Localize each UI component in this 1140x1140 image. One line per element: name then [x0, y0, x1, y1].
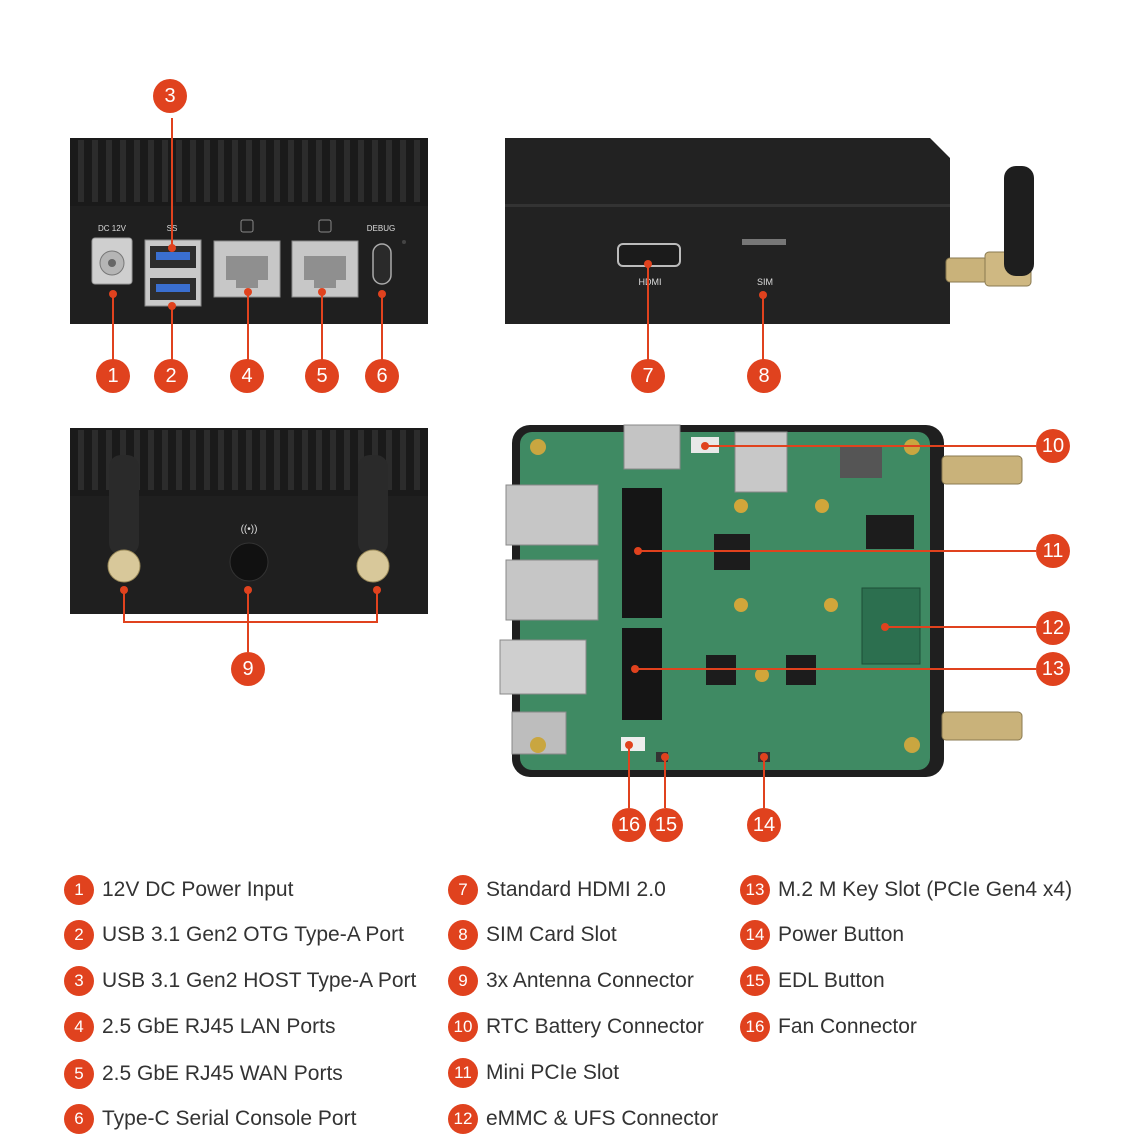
- legend-badge: 3: [64, 966, 94, 996]
- legend-badge: 5: [64, 1059, 94, 1089]
- hdmi-label: HDMI: [639, 277, 662, 287]
- callout-2: 2: [154, 359, 188, 393]
- legend-item-7: 7 Standard HDMI 2.0: [448, 875, 666, 905]
- callout-10: 10: [1036, 429, 1070, 463]
- callout-3: 3: [153, 79, 187, 113]
- legend-item-5: 5 2.5 GbE RJ45 WAN Ports: [64, 1059, 343, 1089]
- device-illustrations: DC 12V SS DEBUG HDMI SIM: [70, 118, 1036, 808]
- callout-11: 11: [1036, 534, 1070, 568]
- dc-label: DC 12V: [98, 224, 127, 233]
- legend-text: USB 3.1 Gen2 OTG Type-A Port: [102, 923, 404, 946]
- legend-badge: 8: [448, 920, 478, 950]
- legend-item-2: 2 USB 3.1 Gen2 OTG Type-A Port: [64, 920, 404, 950]
- legend-text: eMMC & UFS Connector: [486, 1107, 719, 1130]
- legend-text: M.2 M Key Slot (PCIe Gen4 x4): [778, 878, 1073, 901]
- legend-badge: 11: [448, 1058, 478, 1088]
- legend-badge: 7: [448, 875, 478, 905]
- board-view-panel: [499, 424, 1023, 777]
- front-io-panel: DC 12V SS DEBUG: [70, 138, 428, 324]
- callout-7: 7: [631, 359, 665, 393]
- legend-text: RTC Battery Connector: [486, 1015, 704, 1038]
- legend-item-8: 8 SIM Card Slot: [448, 920, 617, 950]
- sim-label: SIM: [757, 277, 773, 287]
- legend-badge: 10: [448, 1012, 478, 1042]
- legend-item-14: 14 Power Button: [740, 920, 904, 950]
- callout-5: 5: [305, 359, 339, 393]
- callout-1: 1: [96, 359, 130, 393]
- legend-item-3: 3 USB 3.1 Gen2 HOST Type-A Port: [64, 966, 416, 996]
- callout-14: 14: [747, 808, 781, 842]
- legend-item-13: 13 M.2 M Key Slot (PCIe Gen4 x4): [740, 875, 1072, 905]
- back-view-panel: ((•)): [70, 428, 428, 614]
- legend-badge: 14: [740, 920, 770, 950]
- debug-label: DEBUG: [367, 224, 395, 233]
- legend-badge: 13: [740, 875, 770, 905]
- legend-badge: 15: [740, 966, 770, 996]
- legend-badge: 2: [64, 920, 94, 950]
- legend-text: SIM Card Slot: [486, 923, 617, 946]
- legend-badge: 9: [448, 966, 478, 996]
- legend-text: Mini PCIe Slot: [486, 1061, 620, 1084]
- side-view-panel: HDMI SIM: [505, 138, 1034, 324]
- legend-item-10: 10 RTC Battery Connector: [448, 1012, 704, 1042]
- legend-text: 3x Antenna Connector: [486, 969, 694, 992]
- callout-9: 9: [231, 652, 265, 686]
- legend-text: Power Button: [778, 923, 905, 946]
- callout-16: 16: [612, 808, 646, 842]
- legend-text: Standard HDMI 2.0: [486, 878, 666, 901]
- legend-text: USB 3.1 Gen2 HOST Type-A Port: [102, 969, 417, 992]
- callout-6: 6: [365, 359, 399, 393]
- legend-badge: 6: [64, 1104, 94, 1134]
- legend-item-9: 9 3x Antenna Connector: [448, 966, 694, 996]
- callout-8: 8: [747, 359, 781, 393]
- legend-badge: 16: [740, 1012, 770, 1042]
- legend-text: Fan Connector: [778, 1015, 917, 1038]
- callout-13: 13: [1036, 652, 1070, 686]
- legend-item-16: 16 Fan Connector: [740, 1012, 917, 1042]
- legend-text: Type-C Serial Console Port: [102, 1107, 357, 1130]
- callout-15: 15: [649, 808, 683, 842]
- leader-lines: [112, 118, 1036, 808]
- legend-badge: 1: [64, 875, 94, 905]
- callout-12: 12: [1036, 611, 1070, 645]
- legend-item-6: 6 Type-C Serial Console Port: [64, 1104, 356, 1134]
- svg-text:((•)): ((•)): [241, 524, 258, 535]
- legend-text: 12V DC Power Input: [102, 878, 294, 901]
- legend-text: 2.5 GbE RJ45 WAN Ports: [102, 1062, 343, 1085]
- legend-item-4: 4 2.5 GbE RJ45 LAN Ports: [64, 1012, 335, 1042]
- callout-4: 4: [230, 359, 264, 393]
- legend-badge: 12: [448, 1104, 478, 1134]
- legend-item-15: 15 EDL Button: [740, 966, 885, 996]
- legend-item-12: 12 eMMC & UFS Connector: [448, 1104, 718, 1134]
- legend-item-1: 1 12V DC Power Input: [64, 875, 293, 905]
- legend-text: EDL Button: [778, 969, 885, 992]
- legend-item-11: 11 Mini PCIe Slot: [448, 1058, 619, 1088]
- legend-badge: 4: [64, 1012, 94, 1042]
- legend-text: 2.5 GbE RJ45 LAN Ports: [102, 1015, 336, 1038]
